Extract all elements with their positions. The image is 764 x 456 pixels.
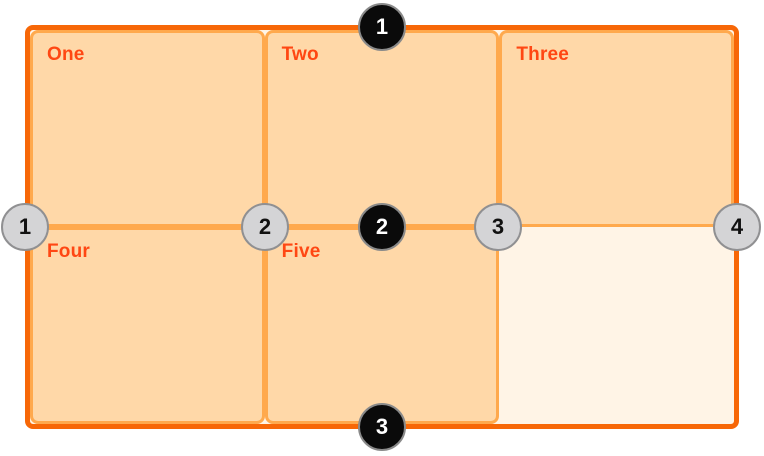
row-line-marker-2: 2 <box>358 203 406 251</box>
grid-cell-three: Three <box>499 30 734 227</box>
grid-cell-two: Two <box>264 30 500 227</box>
grid-cell-four: Four <box>30 227 265 424</box>
column-line-marker-4: 4 <box>713 203 761 251</box>
row-line-marker-3: 3 <box>358 403 406 451</box>
column-line-marker-2: 2 <box>241 203 289 251</box>
grid-cell-five: Five <box>264 227 500 424</box>
grid-cell-one: One <box>30 30 265 227</box>
column-line-marker-1: 1 <box>1 203 49 251</box>
column-line-marker-3: 3 <box>474 203 522 251</box>
row-line-marker-1: 1 <box>358 3 406 51</box>
grid-cell-empty <box>499 227 734 424</box>
grid-container: One Two Three Four Five <box>25 25 739 429</box>
